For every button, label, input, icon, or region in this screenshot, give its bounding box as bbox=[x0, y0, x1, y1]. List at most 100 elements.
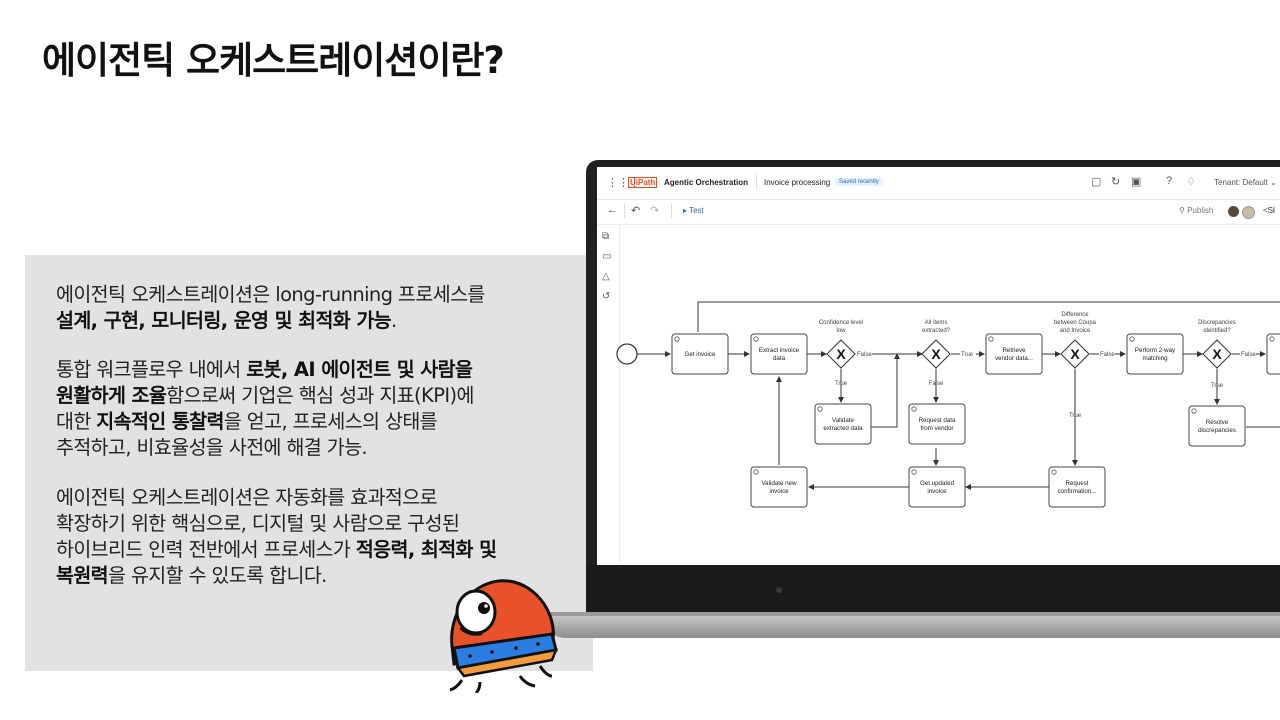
avatar[interactable] bbox=[1242, 206, 1255, 219]
task-label: Get invoice bbox=[685, 351, 717, 358]
flow-label-bg bbox=[1240, 350, 1256, 358]
copy-icon[interactable]: ⧉ bbox=[602, 231, 610, 242]
task-label: invoice bbox=[927, 488, 947, 495]
test-label: Test bbox=[689, 206, 704, 215]
task-label: Perform 2-way bbox=[1135, 347, 1176, 354]
avatar[interactable] bbox=[1228, 206, 1239, 217]
paragraph-integration-line2: 원활하게 조율함으로써 기업은 핵심 성과 지표(KPI)에 bbox=[56, 383, 475, 409]
line3-prefix: 대한 bbox=[56, 410, 97, 433]
paragraph-intro: 에이전틱 오케스트레이션은 long-running 프로세스를 설계, 구현,… bbox=[56, 282, 485, 334]
header-divider bbox=[756, 175, 757, 189]
paragraph-integration-line3: 대한 지속적인 통찰력을 얻고, 프로세스의 상태를 bbox=[56, 409, 474, 435]
app-screen: ⋮⋮⋮ UiPath Agentic Orchestration Invoice… bbox=[597, 167, 1280, 565]
capabilities-bold: 설계, 구현, 모니터링, 운영 및 최적화 가능 bbox=[56, 309, 392, 332]
chevron-down-icon: ⌄ bbox=[1270, 178, 1277, 187]
canvas-side-toolbar: ⧉ ▭ △ ↺ bbox=[597, 225, 620, 565]
help-icon[interactable]: ? bbox=[1166, 175, 1173, 187]
flow-label-bg bbox=[1099, 350, 1115, 358]
gateway-label: identified? bbox=[1203, 328, 1231, 334]
undo-icon[interactable]: ↶ bbox=[631, 205, 641, 217]
start-event[interactable] bbox=[616, 343, 638, 365]
product-name: Agentic Orchestration bbox=[664, 178, 749, 187]
back-arrow-icon[interactable]: ← bbox=[607, 204, 618, 216]
sequence-flow[interactable] bbox=[870, 353, 900, 428]
share-button[interactable]: <Sł bbox=[1263, 206, 1275, 215]
task-get-invoice[interactable]: Get invoice bbox=[671, 333, 729, 375]
gateway-discrepancies[interactable]: X Discrepancies identified? bbox=[1198, 320, 1236, 369]
toolbar-divider bbox=[624, 204, 625, 218]
task-type-icon bbox=[911, 469, 917, 475]
task-label: matching bbox=[1142, 355, 1168, 362]
task-type-icon bbox=[1269, 336, 1275, 342]
history-side-icon[interactable]: ↺ bbox=[602, 291, 611, 302]
grid-icon[interactable]: ⋮⋮⋮ bbox=[607, 177, 640, 189]
task-type-icon bbox=[1051, 469, 1057, 475]
line3-bold: 지속적인 통찰력 bbox=[96, 410, 224, 433]
gateway-label: Difference bbox=[1061, 312, 1089, 318]
camera-dot bbox=[776, 587, 782, 593]
save-icon[interactable]: ▣ bbox=[1131, 176, 1142, 188]
laptop-base bbox=[545, 612, 1280, 638]
task-type-icon bbox=[753, 469, 759, 475]
tenant-selector[interactable]: Tenant: Default ⌄ bbox=[1214, 178, 1277, 187]
gateway-x-icon: X bbox=[836, 346, 846, 362]
flow-label-bg bbox=[960, 350, 976, 358]
task-type-icon bbox=[674, 336, 680, 342]
line4-suffix: 을 유지할 수 있도록 합니다. bbox=[108, 564, 327, 587]
paragraph-scaling-line2: 확장하기 위한 핵심으로, 디지털 및 사람으로 구성된 bbox=[56, 512, 460, 535]
share-icon: < bbox=[1263, 206, 1268, 215]
flow-label-true-false: True bbox=[961, 352, 974, 358]
paragraph-integration-line4: 추적하고, 비효율성을 사전에 해결 가능. bbox=[56, 436, 368, 459]
sequence-flow[interactable] bbox=[697, 301, 1280, 332]
task-type-icon bbox=[817, 406, 823, 412]
test-button[interactable]: ▸ Test bbox=[683, 206, 704, 215]
redo-icon[interactable]: ↷ bbox=[650, 205, 660, 217]
task-label: Extract invoice bbox=[759, 347, 800, 354]
history-icon[interactable]: ↻ bbox=[1111, 176, 1121, 188]
task-label: Validate bbox=[832, 417, 854, 424]
line3-suffix: 을 얻고, 프로세스의 상태를 bbox=[223, 410, 438, 433]
task-label: Resolve bbox=[1206, 419, 1229, 426]
shapes-icon[interactable]: △ bbox=[602, 271, 610, 282]
gateway-label: between Coupa bbox=[1054, 320, 1097, 326]
line4-bold: 복원력 bbox=[56, 564, 109, 587]
gateway-label: Discrepancies bbox=[1198, 320, 1236, 326]
task-label: Retrieve bbox=[1002, 347, 1026, 354]
laptop-base-hinge bbox=[545, 612, 1280, 616]
flow-label-true-false: False bbox=[1241, 352, 1256, 358]
save-status-badge: Saved recently bbox=[835, 178, 883, 186]
period: . bbox=[391, 309, 397, 332]
flow-label-true-false: True bbox=[1069, 413, 1082, 419]
flow-label-true-false: False bbox=[857, 352, 872, 358]
task-label: from vendor bbox=[920, 425, 953, 432]
play-icon: ▸ bbox=[683, 206, 688, 215]
comment-icon[interactable]: ▢ bbox=[1091, 176, 1102, 188]
bell-icon[interactable]: ♢ bbox=[1186, 176, 1196, 188]
uipath-logo: UiPath bbox=[628, 177, 658, 188]
layers-icon[interactable]: ▭ bbox=[602, 251, 612, 262]
paragraph-scaling-line4: 복원력을 유지할 수 있도록 합니다. bbox=[56, 563, 496, 589]
publish-button[interactable]: ⚲ Publish bbox=[1179, 206, 1213, 215]
paragraph-intro-line1: 에이전틱 오케스트레이션은 long-running 프로세스를 bbox=[56, 283, 485, 306]
gateway-x-icon: X bbox=[1212, 346, 1222, 362]
process-name[interactable]: Invoice processing bbox=[764, 178, 831, 187]
task-request-confirmation[interactable]: Requestconfirmation... bbox=[1048, 466, 1106, 508]
task-cut-off-task[interactable]: Cr bbox=[1266, 333, 1280, 375]
task-label: Get updated bbox=[920, 480, 955, 487]
app-header: ⋮⋮⋮ UiPath Agentic Orchestration Invoice… bbox=[597, 167, 1280, 200]
flow-label-true-false: True bbox=[1211, 383, 1224, 389]
task-label: extracted data bbox=[823, 425, 863, 432]
flow-label-true-false: False bbox=[929, 381, 944, 387]
